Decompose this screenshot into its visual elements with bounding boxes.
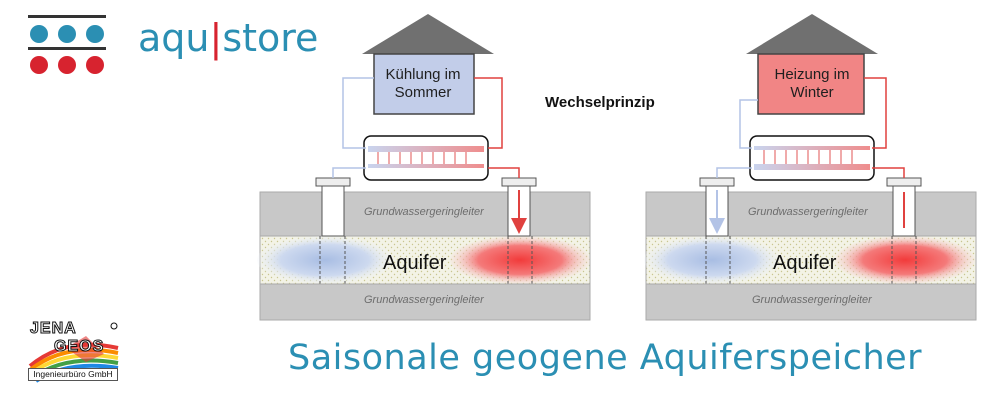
aquitard-top-left — [259, 191, 591, 237]
aquitard-bottom-right — [645, 283, 977, 321]
aquitard-bottom-left — [259, 283, 591, 321]
jenageos-logo-icon — [28, 322, 119, 383]
aquitard-label-bottom-right: Grundwassergeringleiter — [752, 294, 872, 306]
page-title: Saisonale geogene Aquiferspeicher — [288, 338, 923, 378]
jenageos-subtitle: Ingenieurbüro GmbH — [28, 368, 118, 381]
heating-winter-label: Heizung im Winter — [774, 66, 850, 101]
aquitard-label-top-right: Grundwassergeringleiter — [748, 206, 868, 218]
aquifer-label-right: Aquifer — [773, 252, 837, 274]
alternation-principle-label: Wechselprinzip — [545, 94, 655, 111]
aquifer-label-left: Aquifer — [383, 252, 447, 274]
brand-name: aqu|store — [138, 16, 319, 60]
jenageos-line1: JENA — [30, 320, 77, 338]
jenageos-line2: GEOS — [53, 338, 105, 356]
aquistore-logo-icon — [28, 15, 106, 74]
right-diagram-heating — [644, 14, 977, 321]
aquitard-label-top-left: Grundwassergeringleiter — [364, 206, 484, 218]
aquitard-label-bottom-left: Grundwassergeringleiter — [364, 294, 484, 306]
aquitard-top-right — [645, 191, 977, 237]
cooling-summer-label: Kühlung im Sommer — [385, 66, 461, 101]
left-diagram-cooling — [257, 14, 591, 321]
